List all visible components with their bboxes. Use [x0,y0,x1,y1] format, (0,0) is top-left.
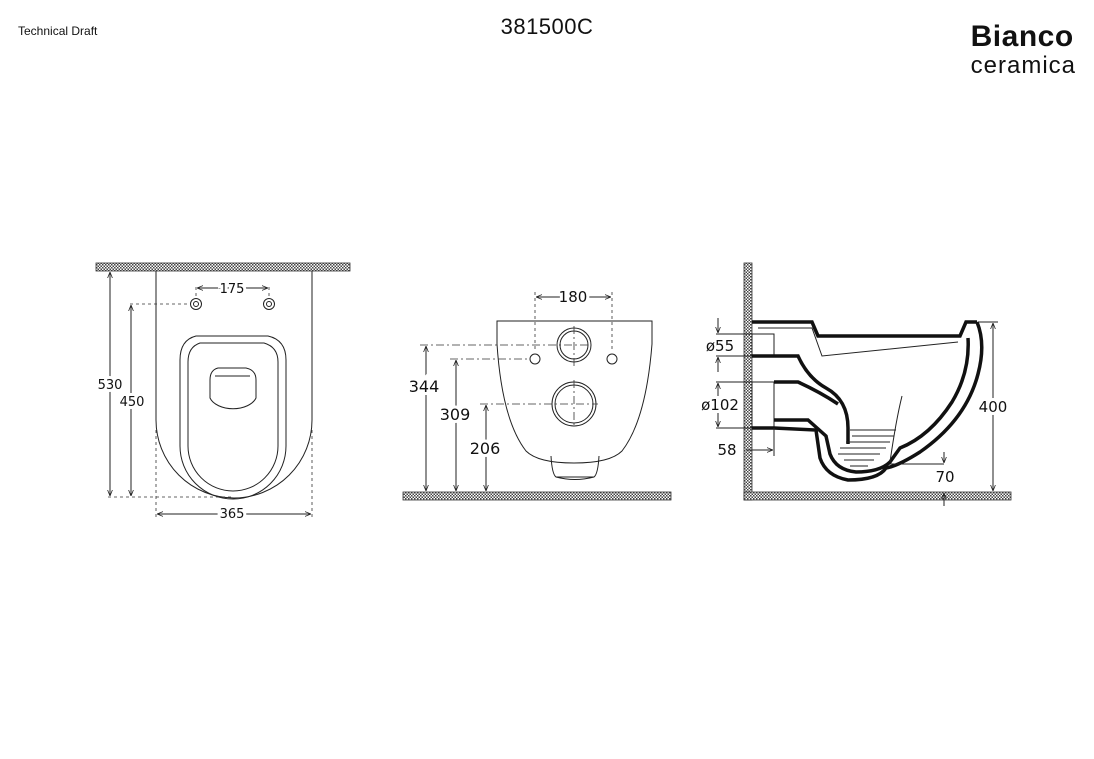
top-view-outline [155,271,313,499]
rear-view-dim-h2: 309 [440,405,471,424]
side-view-dim-outlet: ø102 [701,396,739,414]
side-view-bowl [752,321,984,482]
rear-view-dim-holes: 180 [559,288,588,306]
top-view-fixing-hole-right [263,298,275,310]
side-view-rim [752,320,977,338]
side-view-water-hatch [838,429,896,467]
side-view: ø55 ø102 58 70 400 [698,262,1012,506]
top-view-wall [95,262,351,272]
side-view-trapway [752,354,850,444]
rear-view-floor [402,491,672,501]
top-view-bowl-rim [179,335,287,500]
top-view: 175 365 530 450 [95,262,351,525]
rear-view-dim-h3: 206 [470,439,501,458]
side-view-floor [743,491,1012,501]
brand-logo-line2: ceramica [970,52,1076,79]
rear-view-outline [496,320,653,464]
side-view-dim-inlet: ø55 [706,337,734,355]
rear-view-fixing-hole-right [606,353,618,365]
brand-logo-line1: Bianco [970,20,1074,53]
document-type-label: Technical Draft [18,24,98,38]
top-view-dim-depth-bowl: 450 [120,395,145,410]
top-view-outlet [209,367,257,410]
rear-view: 180 344 309 206 [402,285,672,501]
top-view-dim-depth-total: 530 [98,378,123,393]
side-view-dim-water-depth: 70 [935,468,954,486]
side-view-dim-height: 400 [979,398,1008,416]
top-view-dim-holes: 175 [220,282,245,297]
rear-view-fixing-hole-left [529,353,541,365]
top-view-dim-width: 365 [220,507,245,522]
side-view-dim-outlet-offset: 58 [717,441,736,459]
top-view-fixing-hole-left [190,298,202,310]
model-code-title: 381500C [500,14,594,39]
rear-view-dim-h1: 344 [409,377,440,396]
brand-logo: Bianco ceramica [971,22,1076,78]
top-view-bowl-inner [187,342,279,492]
